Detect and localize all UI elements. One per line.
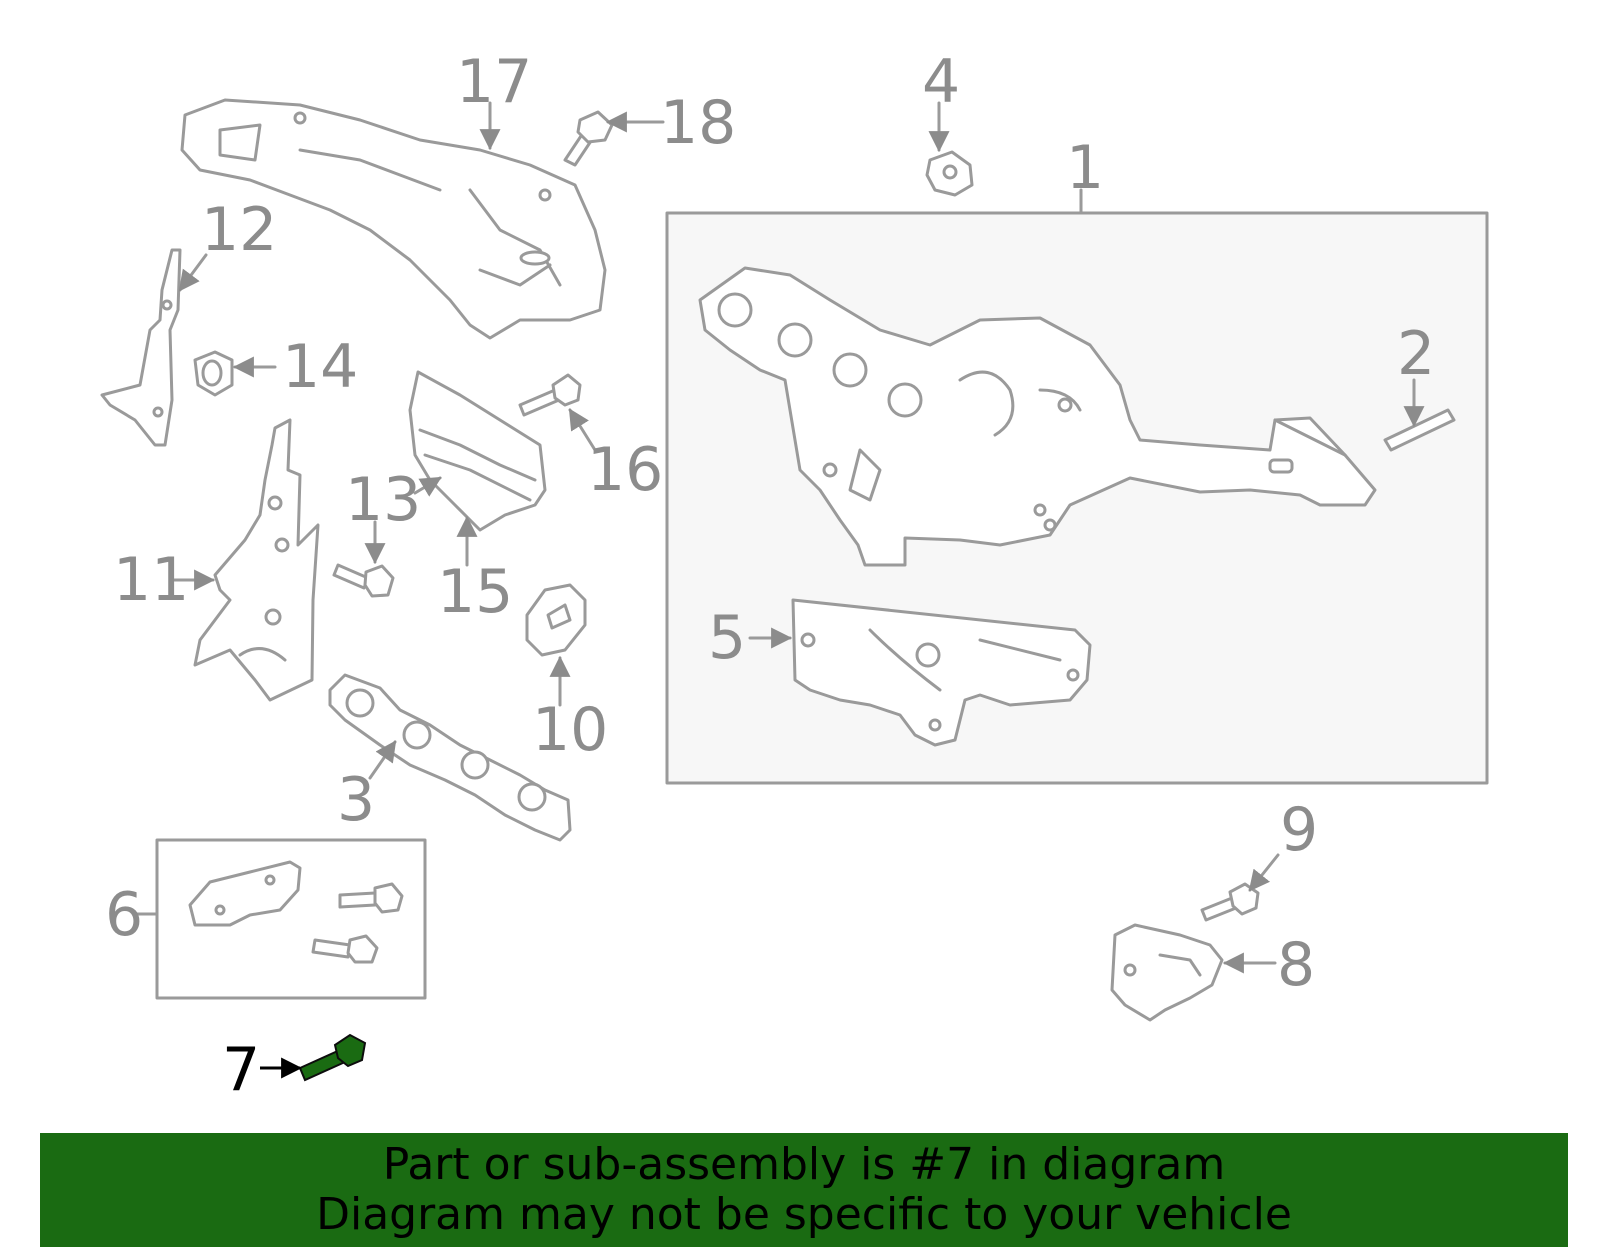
callout-15: 15 bbox=[437, 557, 513, 627]
lower-heat-shield bbox=[791, 598, 1092, 747]
callout-11: 11 bbox=[113, 545, 189, 615]
bolt-13 bbox=[332, 563, 395, 598]
bolt-18 bbox=[563, 110, 614, 167]
bracket-8 bbox=[1110, 923, 1224, 1022]
callout-5: 5 bbox=[708, 603, 746, 673]
exhaust-manifold-converter bbox=[698, 266, 1377, 567]
callout-7: 7 bbox=[222, 1035, 260, 1105]
banner-line-2: Diagram may not be specific to your vehi… bbox=[316, 1189, 1292, 1240]
banner-line-1: Part or sub-assembly is #7 in diagram bbox=[382, 1139, 1226, 1190]
callout-16: 16 bbox=[587, 435, 663, 505]
callout-10: 10 bbox=[532, 695, 608, 765]
callout-18: 18 bbox=[660, 88, 736, 158]
callout-6: 6 bbox=[105, 880, 143, 950]
callout-1: 1 bbox=[1066, 133, 1104, 203]
nut-4 bbox=[925, 150, 974, 197]
callout-4: 4 bbox=[922, 47, 960, 117]
nut-14 bbox=[193, 350, 234, 397]
bracket-12 bbox=[100, 248, 182, 447]
upper-heat-shield bbox=[180, 98, 607, 340]
highlighted-bolt-7 bbox=[298, 1033, 367, 1082]
callout-12: 12 bbox=[201, 195, 277, 265]
callout-17: 17 bbox=[456, 47, 532, 117]
callout-3: 3 bbox=[337, 765, 375, 835]
bolt-16 bbox=[518, 373, 582, 417]
callout-2: 2 bbox=[1397, 319, 1435, 389]
side-shield-11 bbox=[193, 418, 320, 702]
stud-2 bbox=[1383, 408, 1456, 452]
callout-8: 8 bbox=[1277, 930, 1315, 1000]
callout-9: 9 bbox=[1280, 795, 1318, 865]
info-banner: Part or sub-assembly is #7 in diagram Di… bbox=[40, 1133, 1568, 1247]
bracket-kit-6 bbox=[188, 860, 404, 964]
callout-14: 14 bbox=[282, 332, 358, 402]
callout-13: 13 bbox=[345, 465, 421, 535]
isolator-10 bbox=[525, 583, 587, 657]
shield-15 bbox=[408, 370, 547, 532]
